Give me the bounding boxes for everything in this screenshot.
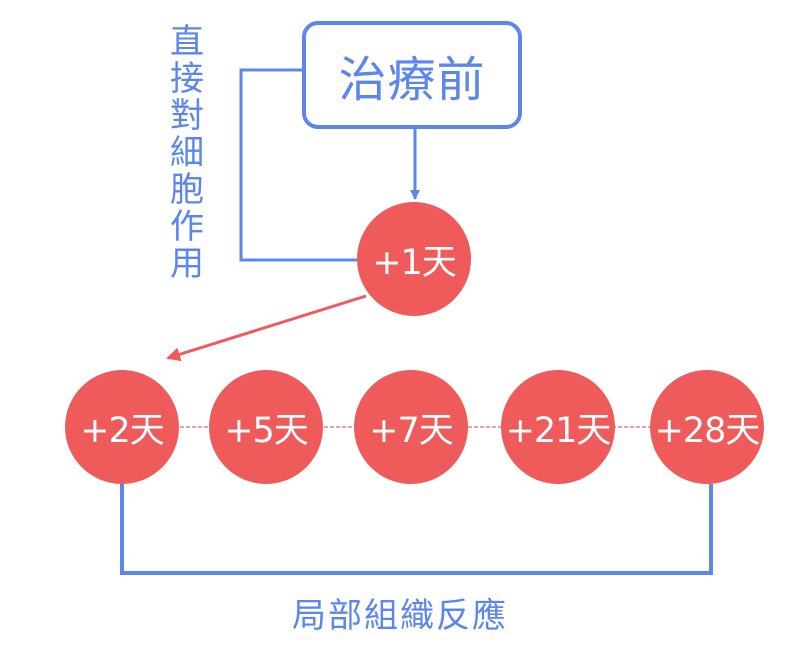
node-day-1: +1天: [357, 202, 471, 316]
node-label: +21天: [505, 410, 612, 451]
side-label-char: 細: [170, 133, 204, 173]
node-label: +2天: [80, 410, 165, 451]
node-day-2: +2天: [65, 370, 179, 484]
local-reaction-bracket: [120, 484, 713, 575]
side-label-char: 用: [170, 244, 204, 284]
start-box-before-treatment: 治療前: [302, 21, 522, 129]
node-label: +1天: [372, 242, 457, 283]
direct-action-label: 直 接 對 細 胞 作 用: [165, 24, 209, 283]
side-label-char: 直: [170, 22, 204, 62]
node-label: +5天: [224, 410, 309, 451]
node-day-5: +5天: [209, 370, 323, 484]
direct-action-bracket: [239, 68, 362, 262]
side-label-char: 對: [170, 96, 204, 136]
node-day-21: +21天: [501, 370, 615, 484]
node-day-7: +7天: [354, 370, 468, 484]
local-tissue-reaction-label: 局部組織反應: [292, 596, 508, 636]
start-box-label: 治療前: [338, 52, 486, 108]
node-day-28: +28天: [650, 370, 764, 484]
day1-to-day2-arrow: [166, 294, 367, 362]
side-label-char: 胞: [170, 170, 204, 210]
side-label-char: 接: [170, 59, 204, 99]
side-label-char: 作: [170, 207, 204, 247]
node-label: +7天: [369, 410, 454, 451]
node-label: +28天: [654, 410, 761, 451]
